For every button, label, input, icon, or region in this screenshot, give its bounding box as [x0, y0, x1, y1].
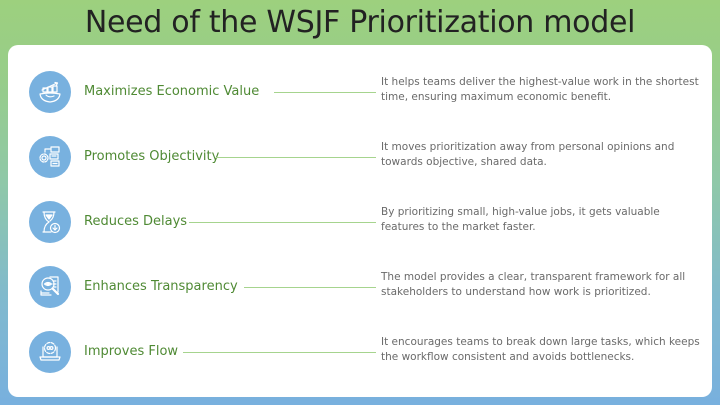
- connector-line: [183, 352, 376, 353]
- laptop-cycle-icon: [29, 331, 71, 373]
- page-title: Need of the WSJF Prioritization model: [84, 5, 636, 40]
- list-item: Promotes Objectivity It moves prioritiza…: [8, 134, 712, 180]
- list-item: Enhances Transparency The model provides…: [8, 264, 712, 310]
- item-label: Promotes Objectivity: [84, 149, 220, 164]
- gear-checklist-icon: [29, 136, 71, 178]
- list-item: Improves Flow It encourages teams to bre…: [8, 329, 712, 375]
- content-card: Maximizes Economic Value It helps teams …: [8, 45, 712, 397]
- item-description: It helps teams deliver the highest-value…: [381, 76, 699, 103]
- item-label: Enhances Transparency: [84, 279, 238, 294]
- magnifier-document-icon: [29, 266, 71, 308]
- item-label: Maximizes Economic Value: [84, 84, 260, 99]
- item-description: It encourages teams to break down large …: [381, 336, 700, 363]
- item-description: The model provides a clear, transparent …: [381, 271, 686, 298]
- item-description: It moves prioritization away from person…: [381, 141, 675, 168]
- list-item: Reduces Delays By prioritizing small, hi…: [8, 199, 712, 245]
- item-label: Reduces Delays: [84, 214, 188, 229]
- connector-line: [244, 287, 376, 288]
- connector-line: [216, 157, 376, 158]
- list-item: Maximizes Economic Value It helps teams …: [8, 69, 712, 115]
- item-label: Improves Flow: [84, 344, 179, 359]
- hourglass-download-icon: [29, 201, 71, 243]
- connector-line: [189, 222, 376, 223]
- item-description: By prioritizing small, high-value jobs, …: [381, 206, 660, 233]
- connector-line: [274, 92, 376, 93]
- growth-globe-icon: [29, 71, 71, 113]
